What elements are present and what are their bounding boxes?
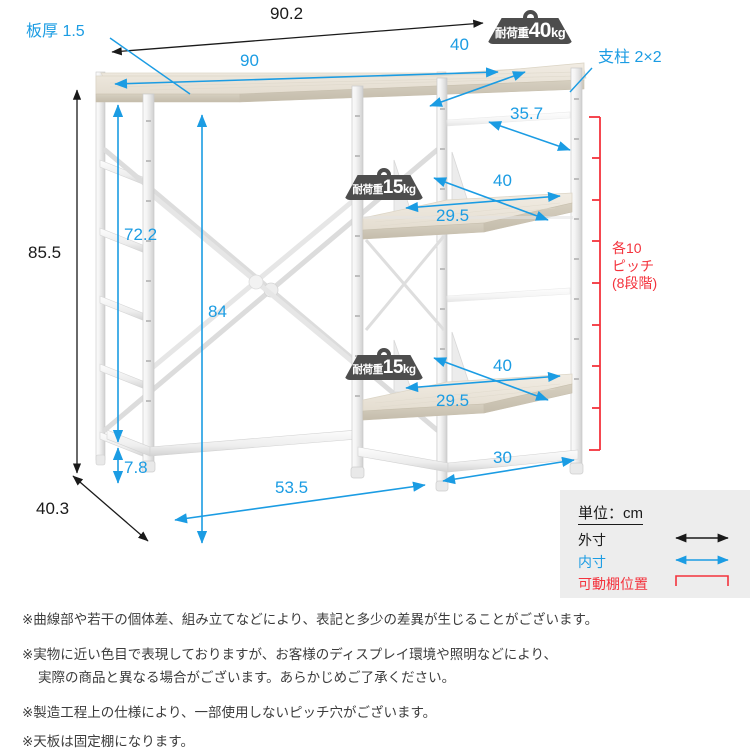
footnote-2: ※実物に近い色目で表現しておりますが、お客様のディスプレイ環境や照明などにより、	[22, 647, 557, 662]
label-inner-height-right: 84	[208, 302, 227, 321]
dim-line-overall-depth	[72, 475, 149, 542]
label-inner-height-left: 72.2	[124, 225, 158, 244]
pitch-line-3: (8段階)	[612, 275, 658, 291]
load-capacity-badge-lower-shelf: 耐荷重15kg	[344, 348, 424, 380]
legend-sample-adjustable	[675, 575, 729, 586]
dim-line-base-right	[442, 456, 575, 485]
dimension-lines-outer	[72, 19, 484, 542]
load-capacity-badge-upper-shelf: 耐荷重15kg	[344, 168, 424, 200]
legend-label-outer: 外寸	[578, 532, 606, 548]
dim-line-shelf-lower-width	[405, 371, 561, 393]
dim-line-top-inner-depth	[429, 71, 526, 107]
label-shelf-upper-width: 29.5	[436, 206, 470, 225]
weight-badge-body: 耐荷重15kg	[344, 175, 424, 200]
badge-value-top: 40	[528, 19, 552, 42]
furniture-illustration	[72, 19, 601, 544]
dim-line-overall-width	[111, 19, 484, 56]
label-top-inner-width: 90	[240, 51, 259, 70]
label-base-right: 30	[493, 448, 512, 467]
legend-box: 単位：cm 外寸 内寸 可動棚位置	[560, 490, 750, 598]
load-capacity-badge-top: 耐荷重40kg	[487, 10, 573, 44]
furniture-diagram: 90.2 板厚 1.5 90 40 支柱 2×2 85.5 72.2 84 7.…	[26, 4, 750, 598]
label-post-size: 支柱 2×2	[598, 49, 662, 66]
leader-post-size	[569, 67, 593, 93]
label-foot-clearance: 7.8	[124, 458, 148, 477]
shelf-unit-body	[95, 62, 587, 492]
badge-prefix-lower: 耐荷重	[352, 363, 383, 376]
label-shelf-lower-width: 29.5	[436, 391, 470, 410]
footnote-3: ※製造工程上の仕様により、一部使用しないピッチ穴がございます。	[22, 705, 437, 720]
legend-sample-inner	[675, 555, 729, 565]
label-overall-depth: 40.3	[36, 499, 70, 518]
footnote-2b: 実際の商品と異なる場合がございます。あらかじめご了承ください。	[38, 670, 456, 685]
adjustable-shelf-bracket	[589, 116, 601, 451]
post-right-rear	[435, 77, 449, 492]
bottom-rail-right	[357, 446, 579, 473]
badge-value-upper: 15	[382, 176, 404, 198]
post-middle-front	[350, 85, 365, 479]
label-overall-height: 85.5	[28, 243, 62, 262]
right-side-frame	[445, 111, 571, 303]
label-overall-width: 90.2	[270, 4, 304, 23]
badge-unit-top: kg	[550, 25, 566, 40]
legend-sample-outer	[675, 533, 729, 543]
label-board-thickness: 板厚 1.5	[26, 23, 85, 40]
label-base-left: 53.5	[275, 478, 309, 497]
post-back-left	[95, 71, 106, 466]
weight-badge-body: 耐荷重15kg	[344, 355, 424, 380]
badge-prefix-upper: 耐荷重	[352, 183, 383, 196]
pitch-line-2: ピッチ	[612, 257, 654, 274]
dim-line-base-left	[174, 481, 426, 524]
pitch-note: 各10 ピッチ (8段階)	[612, 240, 657, 293]
dim-line-shelf-gap	[488, 121, 571, 151]
legend-unit-label: 単位：cm	[578, 502, 643, 525]
post-right-front	[569, 67, 584, 475]
badge-unit-upper: kg	[402, 182, 416, 196]
front-cross-joint	[248, 274, 264, 290]
label-shelf-upper-depth: 40	[493, 171, 512, 190]
footnote-1: ※曲線部や若干の個体差、組み立てなどにより、表記と多少の差異が生じることがござい…	[22, 612, 599, 627]
post-front-left	[141, 93, 156, 473]
legend-label-inner: 内寸	[578, 554, 606, 570]
shelf-support-bar	[364, 235, 446, 331]
badge-value-lower: 15	[382, 356, 404, 378]
pitch-line-1: 各10	[612, 240, 642, 256]
footnote-4: ※天板は固定棚になります。	[22, 734, 194, 749]
dim-line-shelf-upper-width	[405, 191, 561, 213]
badge-unit-lower: kg	[402, 362, 416, 376]
dimension-lines-inner	[109, 37, 593, 544]
weight-badge-body: 耐荷重40kg	[487, 18, 573, 44]
legend-label-adjustable: 可動棚位置	[578, 576, 648, 592]
label-shelf-lower-depth: 40	[493, 356, 512, 375]
label-shelf-gap: 35.7	[510, 104, 544, 123]
label-top-inner-depth: 40	[450, 35, 469, 54]
badge-prefix-top: 耐荷重	[494, 27, 529, 40]
